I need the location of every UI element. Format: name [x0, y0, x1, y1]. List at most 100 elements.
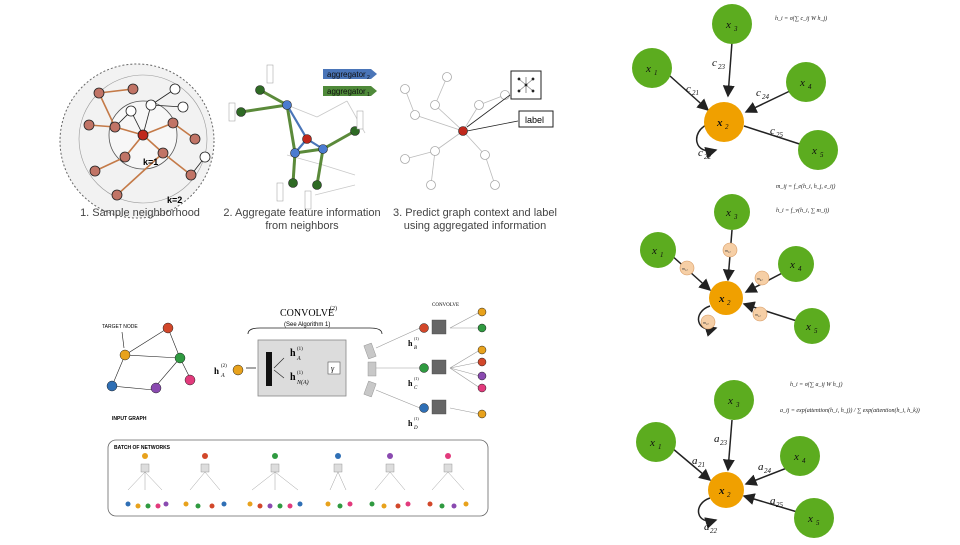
svg-text:x: x	[725, 19, 731, 31]
mpnn-node-x1	[640, 232, 676, 268]
gcn-formula: h_i = σ(∑ c_ij W h_j)	[775, 16, 828, 22]
label-text: label	[525, 115, 544, 125]
gat-node-x3	[714, 380, 754, 420]
h-c: h	[408, 379, 413, 388]
step2-caption-line1: 2. Aggregate feature information	[223, 207, 381, 219]
gat-self-loop	[697, 497, 718, 529]
svg-text:c: c	[756, 87, 761, 99]
aggregator-2: aggregator 1	[323, 86, 377, 98]
svg-text:2: 2	[727, 299, 731, 307]
svg-text:x: x	[805, 321, 811, 333]
gamma-label: γ	[331, 364, 335, 373]
svg-text:x: x	[645, 63, 651, 75]
projection-bars	[363, 342, 377, 398]
svg-text:23: 23	[720, 439, 728, 447]
step1-caption: 1. Sample neighborhood	[80, 207, 200, 219]
node-d	[106, 380, 118, 392]
layer1-branches: CONVOLVE	[375, 303, 487, 431]
aggregate-graph: aggregator 2 aggregator 1	[228, 64, 377, 210]
svg-text:m₁₂: m₁₂	[682, 266, 688, 271]
svg-text:3: 3	[733, 213, 738, 221]
convolve-subtitle: (See Algorithm 1)	[284, 322, 330, 328]
svg-text:21: 21	[692, 89, 699, 97]
sample-neighborhood-graph: k=1 k=2	[59, 63, 215, 219]
h-inner-1: h	[290, 348, 296, 359]
h-output-sub: A	[220, 373, 225, 379]
h-d: h	[408, 419, 413, 428]
svg-text:24: 24	[762, 93, 770, 101]
svg-text:4: 4	[798, 265, 802, 273]
convolve-brace	[247, 327, 383, 335]
gamma-box	[327, 361, 341, 375]
concat-bar	[266, 352, 272, 386]
svg-text:2: 2	[725, 123, 729, 131]
input-graph-edges	[111, 327, 191, 391]
mini-network-2	[183, 453, 227, 509]
h-inner-2-sub: N(A)	[296, 379, 309, 386]
h-c-sub: C	[414, 386, 418, 391]
sampled-nodes	[83, 83, 201, 201]
svg-text:a: a	[770, 495, 776, 507]
svg-text:m₂₂: m₂₂	[703, 320, 709, 325]
output-node-a	[232, 364, 244, 376]
svg-text:x: x	[718, 293, 725, 305]
h-d-sup: (1)	[414, 416, 419, 421]
aggregation-edges	[240, 88, 356, 186]
mini-network-3	[247, 453, 303, 509]
h-c-sup: (1)	[414, 376, 419, 381]
target-node	[137, 129, 149, 141]
gat-node-x1	[636, 422, 676, 462]
svg-text:c: c	[770, 125, 775, 137]
aggregator-2-label: aggregator	[327, 87, 366, 96]
k1-label: k=1	[143, 157, 158, 167]
svg-text:22: 22	[704, 153, 712, 161]
blue-aggregation-nodes	[282, 100, 328, 158]
svg-text:25: 25	[776, 501, 784, 509]
mpnn-self-loop	[697, 305, 718, 337]
svg-text:21: 21	[698, 461, 705, 469]
graphsage-diagram: k=1 k=2	[59, 63, 554, 219]
svg-text:c: c	[712, 57, 717, 69]
svg-text:24: 24	[764, 467, 772, 475]
graphsage-panel: k=1 k=2	[55, 55, 565, 245]
pinsage-panel: TARGET NODE INPUT GRAPH	[100, 300, 495, 520]
mini-network-4	[325, 453, 353, 509]
node-a	[119, 349, 131, 361]
branch-boxes	[431, 319, 447, 415]
node-e	[150, 382, 162, 394]
svg-text:2: 2	[727, 491, 731, 499]
gat-edges	[671, 419, 805, 515]
svg-text:x: x	[807, 513, 813, 525]
svg-text:5: 5	[814, 327, 818, 335]
svg-text:22: 22	[710, 527, 718, 535]
node-b	[162, 322, 174, 334]
svg-text:3: 3	[733, 25, 738, 33]
node-c	[174, 352, 186, 364]
predict-edges	[404, 76, 506, 186]
h-output-sup: (2)	[221, 364, 227, 369]
svg-text:a: a	[692, 455, 698, 467]
gat-node-x5	[794, 498, 834, 538]
gat-formula-1: h_i = σ(∑ a_ij W h_j)	[790, 382, 843, 388]
step3-caption-line2: using aggregated information	[403, 220, 547, 232]
message-nodes	[679, 242, 770, 330]
gcn-node-x2	[704, 102, 744, 142]
svg-text:x: x	[716, 117, 723, 129]
svg-text:x: x	[789, 259, 795, 271]
predict-graph: label	[400, 70, 554, 190]
svg-text:x: x	[799, 77, 805, 89]
convolve-superscript: (2)	[330, 305, 337, 312]
mini-network-1	[125, 453, 169, 509]
aggregator-2-index: 1	[367, 92, 370, 98]
convolve-arrow-1	[273, 357, 285, 369]
convolve-small-label: CONVOLVE	[432, 303, 459, 308]
h-inner-1-sub: A	[296, 356, 301, 362]
mini-network-6	[427, 453, 469, 509]
aggregator-1-index: 2	[367, 75, 370, 81]
